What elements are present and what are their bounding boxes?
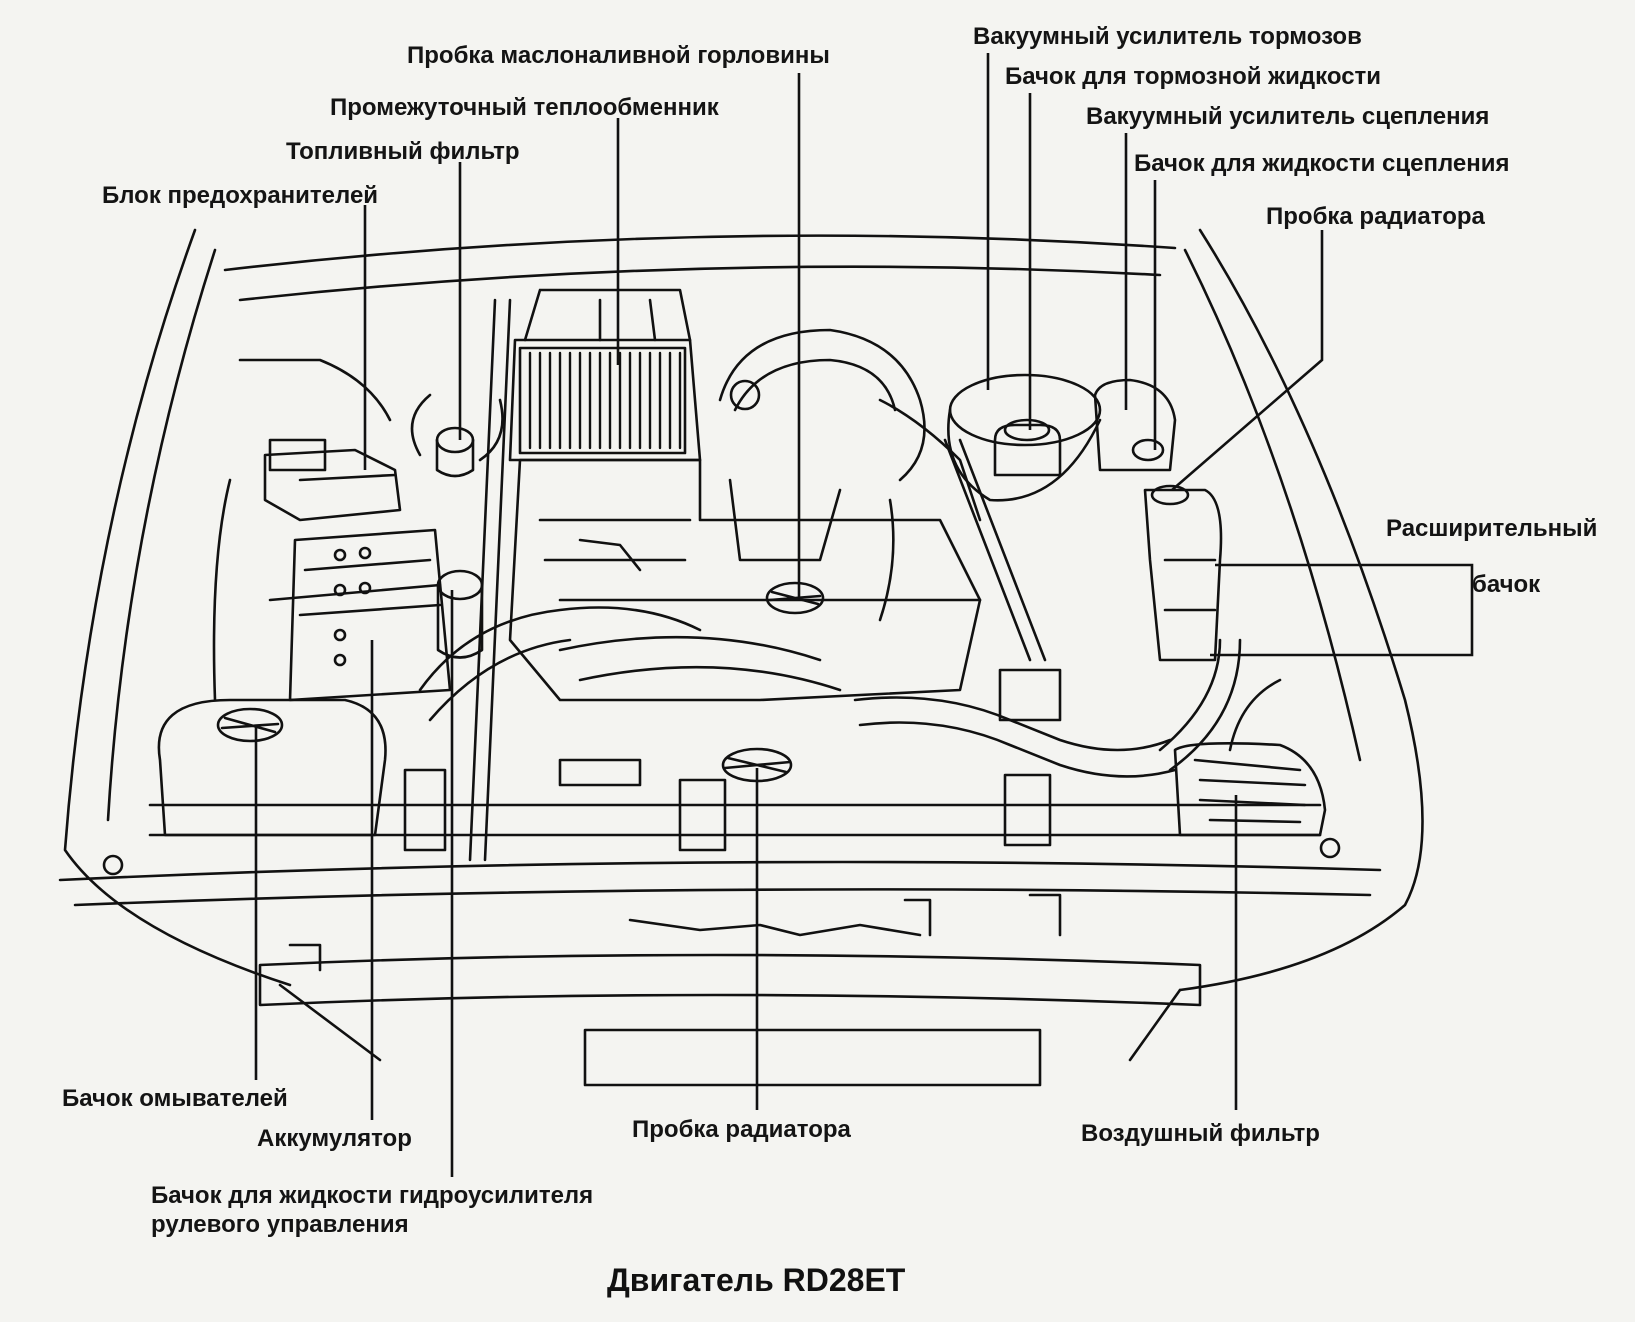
label-clutch-booster: Вакуумный усилитель сцепления: [1086, 103, 1490, 130]
diagram-caption: Двигатель RD28ET: [607, 1262, 906, 1298]
label-power-steering-line2: рулевого управления: [151, 1211, 409, 1238]
left-fender: [65, 230, 290, 985]
cowl-top: [225, 236, 1175, 270]
brake-fluid-reservoir: [995, 425, 1060, 475]
right-fender-inner: [1185, 250, 1360, 760]
label-radiator-cap-right: Пробка радиатора: [1266, 203, 1485, 230]
label-fuel-filter: Топливный фильтр: [286, 138, 520, 165]
clutch-booster: [1095, 380, 1175, 470]
leader-radiator-cap-right: [1172, 230, 1322, 490]
intercooler-core: [520, 348, 685, 453]
turbo-pipe: [880, 400, 980, 520]
radiator-cap-right-part: [1152, 486, 1188, 504]
label-clutch-fluid-reservoir: Бачок для жидкости сцепления: [1134, 150, 1510, 177]
leader-lines: [256, 53, 1472, 1177]
grille-frame: [585, 1030, 1040, 1085]
leader-expansion-tank: [1210, 565, 1472, 655]
label-fuse-box: Блок предохранителей: [102, 182, 379, 209]
hose-1: [420, 608, 700, 691]
left-fender-inner: [108, 250, 215, 820]
label-brake-booster: Вакуумный усилитель тормозов: [973, 23, 1362, 50]
expansion-tank: [1145, 490, 1221, 660]
label-radiator-cap-bottom: Пробка радиатора: [632, 1116, 851, 1143]
cowl-lower: [240, 267, 1160, 300]
intake-pipe: [720, 330, 925, 480]
fuse-box: [265, 450, 400, 520]
oil-filler-cap: [767, 583, 823, 613]
bumper-beam: [260, 955, 1200, 1005]
strut-bar-left: [470, 300, 495, 860]
label-battery: Аккумулятор: [257, 1125, 412, 1152]
battery-body: [290, 530, 450, 700]
front-crossmember-2: [75, 889, 1370, 905]
right-fender: [1180, 230, 1423, 990]
label-power-steering-line1: Бачок для жидкости гидроусилителя: [151, 1182, 594, 1209]
label-oil-filler-cap: Пробка маслоналивной горловины: [407, 42, 830, 69]
air-filter-housing: [1175, 743, 1325, 835]
engine-bay-drawing: [60, 230, 1423, 1085]
label-expansion-tank-line1: Расширительный: [1386, 515, 1598, 542]
label-brake-fluid-reservoir: Бачок для тормозной жидкости: [1005, 63, 1382, 90]
engine-block: [510, 460, 980, 700]
washer-reservoir-body: [159, 700, 386, 835]
clutch-fluid-reservoir: [1133, 440, 1163, 460]
washer-reservoir-cap: [218, 709, 282, 741]
label-washer-reservoir: Бачок омывателей: [62, 1085, 288, 1112]
label-intercooler: Промежуточный теплообменник: [330, 94, 719, 121]
front-crossmember: [60, 862, 1380, 880]
label-expansion-tank-line2: бачок: [1472, 571, 1541, 598]
battery-hold-down: [270, 585, 440, 600]
strut-bar-right: [945, 440, 1030, 660]
label-air-filter: Воздушный фильтр: [1081, 1120, 1320, 1147]
